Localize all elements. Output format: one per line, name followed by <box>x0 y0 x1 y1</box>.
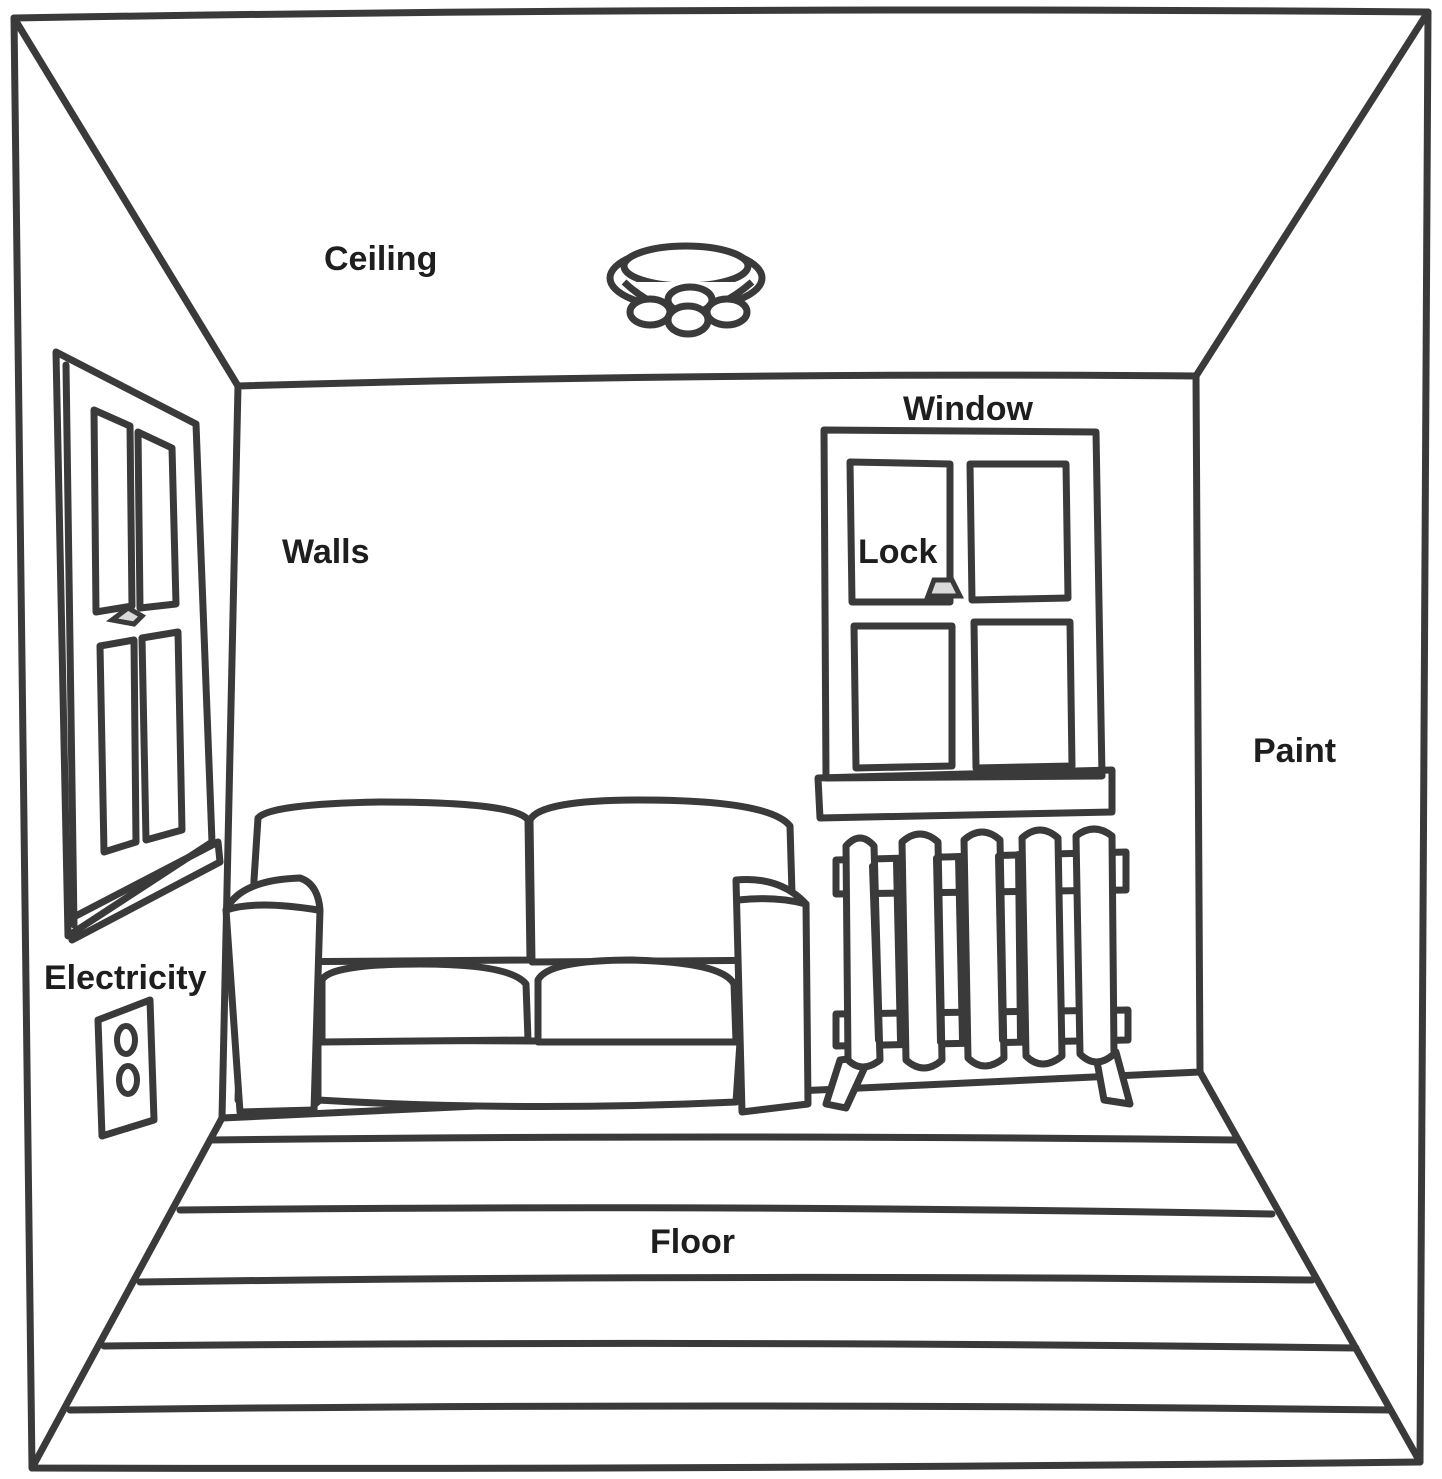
label-window: Window <box>903 390 1034 428</box>
window-lock-icon <box>928 580 960 596</box>
sofa-icon <box>226 800 808 1112</box>
label-lock: Lock <box>858 533 937 571</box>
electrical-outlet-icon <box>98 1000 154 1136</box>
label-walls: Walls <box>282 533 370 571</box>
ceiling-light-icon <box>610 246 762 334</box>
label-electricity: Electricity <box>44 959 207 997</box>
back-window <box>818 430 1112 818</box>
label-ceiling: Ceiling <box>324 240 437 278</box>
label-paint: Paint <box>1253 732 1336 770</box>
label-floor: Floor <box>650 1223 735 1261</box>
side-window <box>56 352 220 940</box>
radiator-icon <box>826 829 1130 1108</box>
floor-planks <box>70 1137 1390 1410</box>
